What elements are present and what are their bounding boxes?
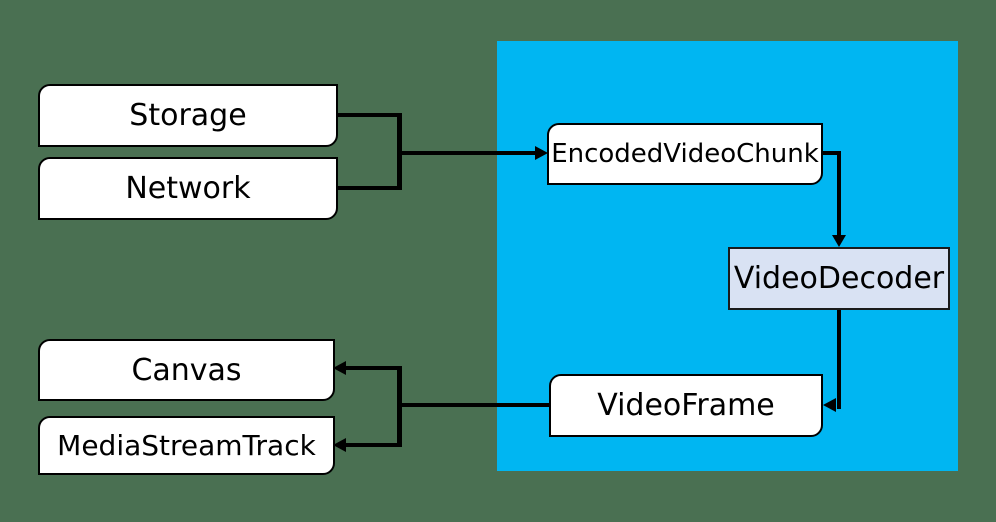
node-storage: Storage: [38, 84, 338, 147]
node-encoded-video-chunk: EncodedVideoChunk: [547, 123, 823, 185]
edge-to-canvas: [346, 366, 400, 370]
arrowhead-into-canvas: [333, 361, 346, 375]
node-video-decoder: VideoDecoder: [728, 247, 950, 310]
edge-evc-out: [821, 151, 841, 155]
edge-evc-to-decoder: [837, 151, 841, 237]
edge-to-encoded-video-chunk: [399, 151, 538, 155]
node-network-label: Network: [125, 171, 251, 206]
edge-to-media-stream-track: [346, 443, 400, 447]
node-canvas-label: Canvas: [131, 352, 242, 388]
node-network: Network: [38, 157, 338, 220]
node-encoded-video-chunk-label: EncodedVideoChunk: [551, 139, 819, 169]
node-video-frame: VideoFrame: [549, 374, 823, 437]
node-video-frame-label: VideoFrame: [597, 388, 775, 423]
arrowhead-into-video-frame: [823, 398, 836, 412]
edge-output-junction: [397, 366, 402, 447]
node-video-decoder-label: VideoDecoder: [733, 261, 945, 296]
arrowhead-into-media-stream-track: [333, 438, 346, 452]
arrowhead-into-video-decoder: [832, 235, 846, 247]
edge-decoder-to-frame: [837, 310, 841, 409]
node-storage-label: Storage: [129, 98, 247, 133]
node-media-stream-track-label: MediaStreamTrack: [57, 429, 316, 462]
edge-frame-out: [400, 403, 549, 407]
edge-storage-out: [336, 113, 400, 117]
edge-network-out: [336, 186, 400, 190]
node-canvas: Canvas: [38, 339, 335, 401]
arrowhead-into-encoded-video-chunk: [535, 146, 548, 160]
node-media-stream-track: MediaStreamTrack: [38, 416, 335, 475]
